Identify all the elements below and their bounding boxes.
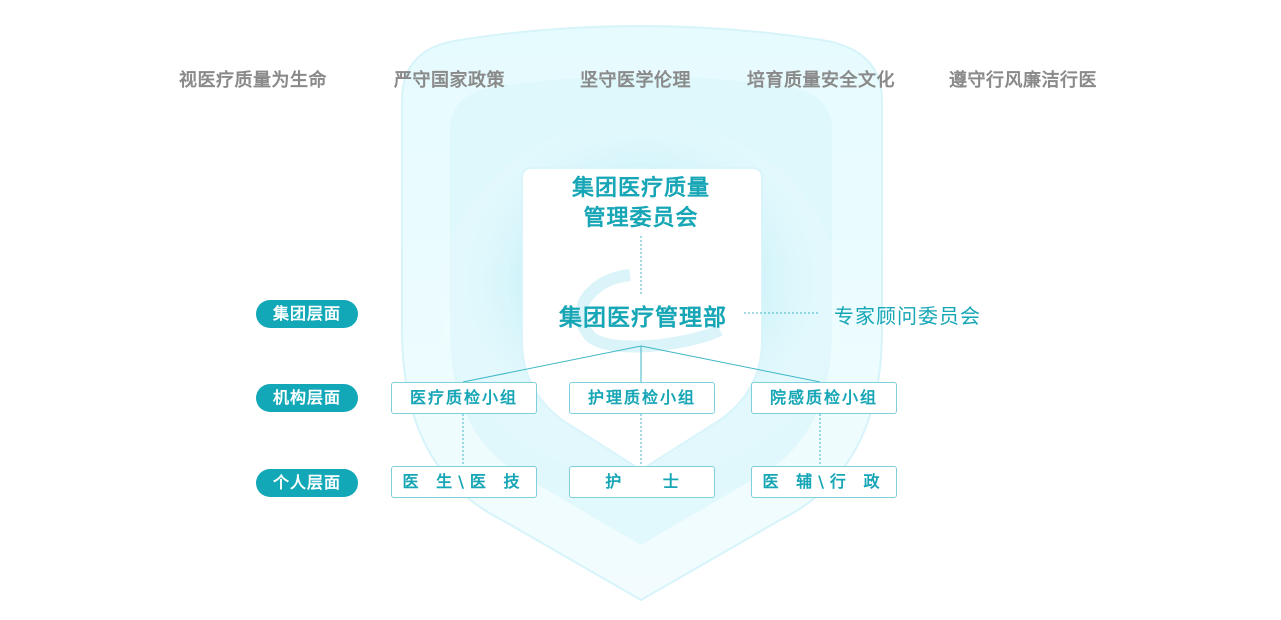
medical-management-dept: 集团医疗管理部	[559, 305, 727, 331]
principle-item: 严守国家政策	[394, 70, 505, 91]
level-badge-institution: 机构层面	[256, 384, 358, 412]
committee-line2: 管理委员会	[583, 206, 699, 231]
level-badge-group: 集团层面	[256, 300, 358, 328]
group-box-infection: 院感质检小组	[751, 382, 897, 414]
group-box-medical: 医疗质检小组	[391, 382, 537, 414]
principle-item: 培育质量安全文化	[747, 70, 895, 91]
staff-box-nurses: 护 士	[569, 466, 715, 498]
staff-box-doctors: 医 生\医 技	[391, 466, 537, 498]
expert-advisory-committee: 专家顾问委员会	[834, 304, 981, 328]
principle-item: 遵守行风廉洁行医	[949, 70, 1097, 91]
quality-committee: 集团医疗质量 管理委员会	[541, 174, 741, 234]
connector-lines	[462, 236, 821, 466]
level-badge-individual: 个人层面	[256, 469, 358, 497]
staff-box-admin: 医 辅\行 政	[751, 466, 897, 498]
group-box-nursing: 护理质检小组	[569, 382, 715, 414]
principle-item: 坚守医学伦理	[580, 70, 691, 91]
principles-row: 视医疗质量为生命 严守国家政策 坚守医学伦理 培育质量安全文化 遵守行风廉洁行医	[0, 66, 1281, 92]
principle-item: 视医疗质量为生命	[179, 70, 327, 91]
committee-line1: 集团医疗质量	[571, 176, 710, 201]
emblem-watermark	[575, 269, 723, 353]
